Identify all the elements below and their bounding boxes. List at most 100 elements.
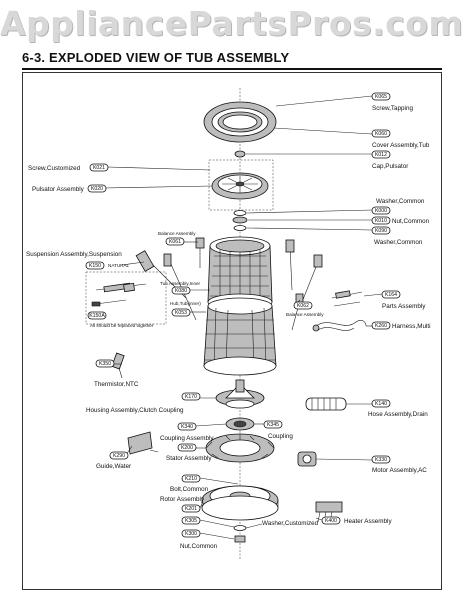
water-guide-part xyxy=(123,431,153,459)
callout-code: K150 xyxy=(89,263,101,269)
callout-text: Screw,Customized xyxy=(28,165,81,172)
callout-nut-common-1: K010 Nut,Common xyxy=(371,216,430,225)
callout-nut-common-2: K300 Nut,Common xyxy=(180,529,218,550)
callout-coupling-assembly: K340 Coupling Assembly xyxy=(160,422,214,442)
cap-pulsator-part xyxy=(234,150,246,158)
callout-text: Pulsator Assembly xyxy=(32,186,85,193)
callout-text: Stator Assembly xyxy=(166,455,212,462)
callout-code: K000 xyxy=(375,208,387,214)
callout-washer-common-2: K090 Washer,Common xyxy=(371,226,423,246)
callout-suspension-assembly: Suspension Assembly,Suspension K150 NATU… xyxy=(26,251,130,270)
callout-coupling: K345 Coupling xyxy=(263,420,293,440)
callout-code: K305 xyxy=(185,518,197,524)
callout-text: Balance Assembly xyxy=(286,312,324,317)
callout-code: K020 xyxy=(91,186,103,192)
callout-code: K021 xyxy=(93,165,105,171)
callout-code: K210 xyxy=(185,476,197,482)
callout-code: K345 xyxy=(267,422,279,428)
callout-text: Coupling Assembly xyxy=(160,435,214,442)
callout-text: Nut,Common xyxy=(180,543,218,550)
callout-code: K340 xyxy=(181,424,193,430)
washer-customized-part xyxy=(233,525,247,531)
callout-housing-assembly-clutch: K170 Housing Assembly,Clutch Coupling xyxy=(86,392,201,414)
parts-assembly-kit xyxy=(331,290,363,307)
callout-text: Rotor Assembly xyxy=(160,496,205,503)
callout-text: Motor Assembly,AC xyxy=(372,467,427,474)
callout-text: Bolt,Common xyxy=(170,486,209,493)
callout-code: K201 xyxy=(185,506,197,512)
callout-text: Nut,Common xyxy=(392,218,430,225)
callout-rotor-assembly: Rotor Assembly K201 xyxy=(160,496,205,513)
callout-code: K010 xyxy=(375,218,387,224)
callout-code: K330 xyxy=(375,457,387,463)
callout-code: K062 xyxy=(297,303,309,309)
callout-motor-assembly-ac: K330 Motor Assembly,AC xyxy=(371,455,427,474)
watermark: AppliancePartsPros.com xyxy=(0,4,463,43)
callout-code: K140 xyxy=(375,401,387,407)
callout-harness-multi: K260 Harness,Multi xyxy=(371,321,431,330)
callout-text: Hub,Tub(inner) xyxy=(170,301,201,306)
callout-text: Coupling xyxy=(268,433,293,440)
callout-guide-water: K290 Guide,Water xyxy=(96,451,131,470)
callout-text: Guide,Water xyxy=(96,463,131,470)
callout-text: Housing Assembly,Clutch Coupling xyxy=(86,407,184,414)
callout-code: K260 xyxy=(375,323,387,329)
motor-ac-part xyxy=(297,451,317,467)
page-title: 6-3. EXPLODED VIEW OF TUB ASSEMBLY xyxy=(22,50,290,65)
pulsator-part xyxy=(208,159,274,211)
washer-part-2 xyxy=(233,225,247,231)
callout-code: K061 xyxy=(169,239,181,245)
callout-hub-tub: Hub,Tub(inner) K053 xyxy=(170,301,201,317)
clutch-housing-part xyxy=(215,379,265,409)
callout-text: Heater Assembly xyxy=(344,518,392,525)
callout-text: Tub Assembly,Inner xyxy=(160,281,201,286)
callout-text: Screw,Tapping xyxy=(372,105,413,112)
callout-heater-assembly: K400 Heater Assembly xyxy=(321,516,392,525)
callout-text: Washer,Common xyxy=(374,239,423,246)
tub-cover-part xyxy=(203,101,277,143)
harness-part xyxy=(312,320,367,332)
stator-part xyxy=(205,433,275,463)
suspension-note: K150A All should be replaced together xyxy=(87,311,154,328)
callout-thermistor-ntc: K350 Thermistor,NTC xyxy=(94,359,139,388)
note-code: K150A xyxy=(89,313,105,319)
callout-code: K350 xyxy=(99,361,111,367)
callout-parts-assembly: K164 Parts Assembly xyxy=(381,290,426,310)
callout-code: K080 xyxy=(175,288,187,294)
drain-hose-part xyxy=(305,397,347,411)
callout-cover-assembly-tub: K060 Cover Assembly,Tub xyxy=(371,129,430,149)
replace-together-note: All should be replaced together xyxy=(90,323,154,328)
callout-code: K300 xyxy=(185,531,197,537)
natural-note: NATURAL xyxy=(108,263,130,268)
callout-balance-assembly-1: Balance Assembly K061 xyxy=(158,231,196,246)
callout-text: Thermistor,NTC xyxy=(94,381,139,388)
thermistor-part xyxy=(111,352,125,379)
callout-tub-assembly-inner: Tub Assembly,Inner K080 xyxy=(160,281,201,295)
callout-code: K090 xyxy=(375,228,387,234)
callout-screw-tapping: K065 Screw,Tapping xyxy=(371,92,413,112)
callout-cap-pulsator: K012 Cap,Pulsator xyxy=(371,150,408,170)
callout-code: K164 xyxy=(385,292,397,298)
callout-bolt-common: K210 Bolt,Common xyxy=(170,474,209,493)
callout-text: Harness,Multi xyxy=(392,323,431,330)
callout-stator-assembly: K200 Stator Assembly xyxy=(166,443,212,462)
diagram-frame xyxy=(22,72,442,590)
callout-text: Washer,Customized xyxy=(262,520,319,527)
nut-part xyxy=(232,216,248,224)
washer-part xyxy=(233,210,247,216)
callout-text: Hose Assembly,Drain xyxy=(368,411,428,418)
title-rule xyxy=(22,68,442,70)
callout-hose-assembly-drain: K140 Hose Assembly,Drain xyxy=(368,399,428,418)
callout-code: K200 xyxy=(181,445,193,451)
callout-text: Parts Assembly xyxy=(382,303,426,310)
callout-pulsator-assembly: Pulsator Assembly K020 xyxy=(32,184,107,193)
outer-tub-part xyxy=(203,297,277,376)
leader-lines xyxy=(103,95,383,540)
callout-code: K290 xyxy=(113,453,125,459)
callout-code: K170 xyxy=(185,394,197,400)
callout-text: Cap,Pulsator xyxy=(372,163,408,170)
callout-balance-assembly-2: K062 Balance Assembly xyxy=(286,301,324,317)
rotor-part xyxy=(201,485,279,521)
callout-text: Balance Assembly xyxy=(158,231,196,236)
